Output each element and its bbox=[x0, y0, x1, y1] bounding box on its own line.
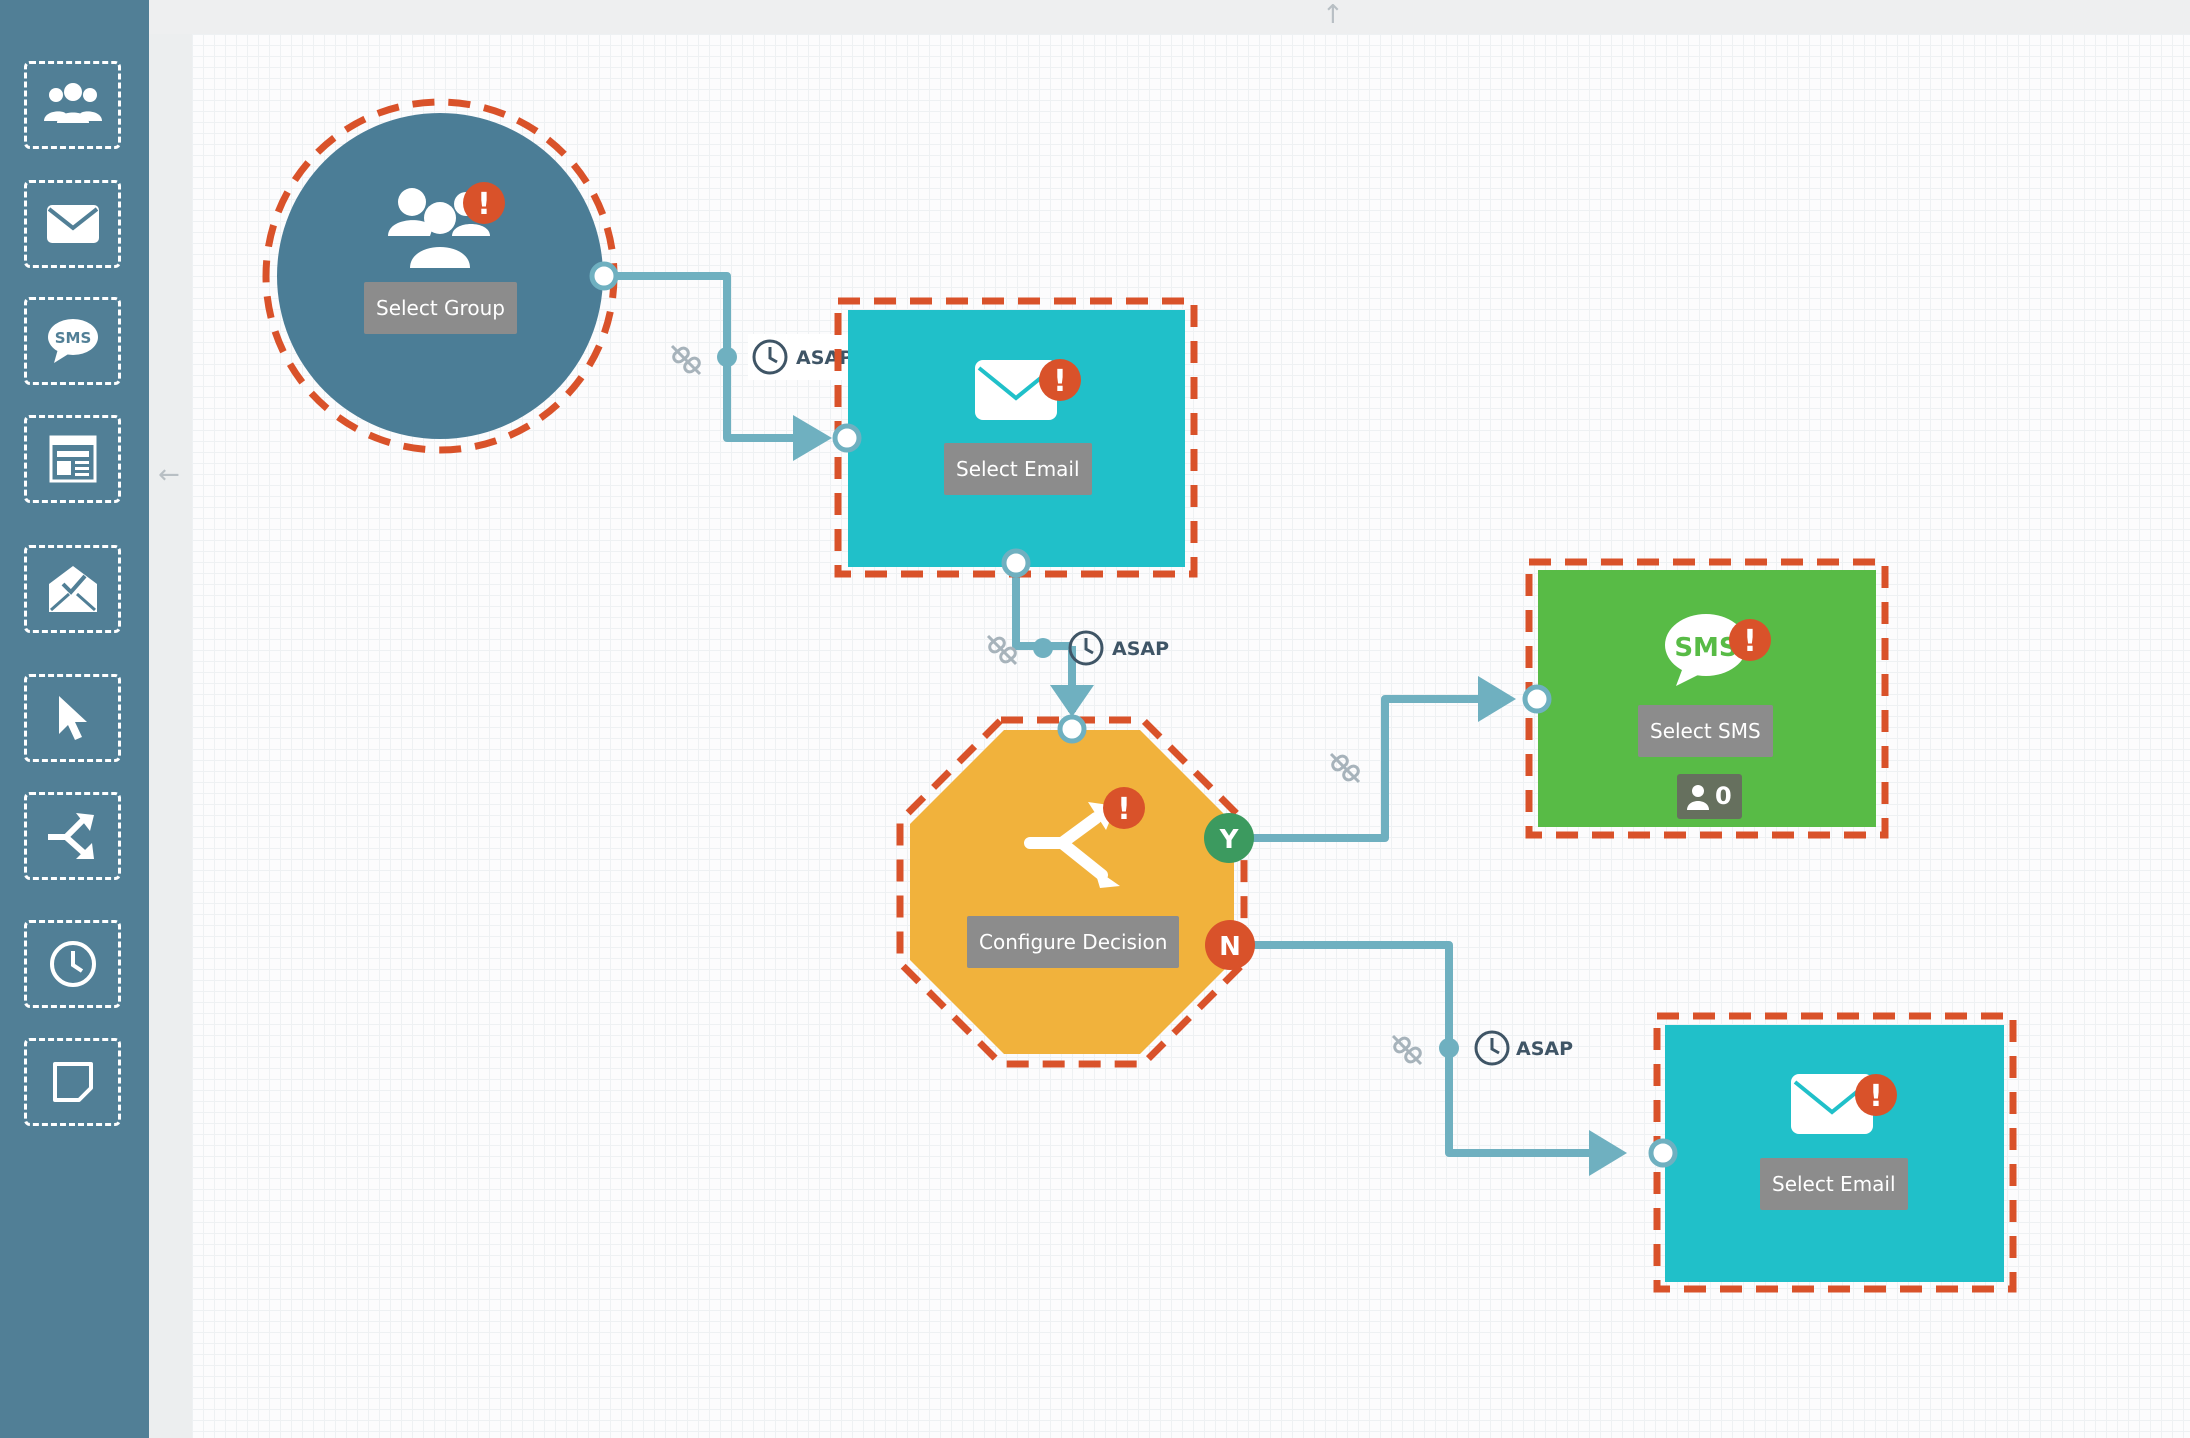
svg-text:!: ! bbox=[1117, 792, 1131, 827]
delay-marker-2[interactable]: ASAP bbox=[986, 630, 1169, 666]
tool-cursor[interactable] bbox=[24, 674, 121, 762]
connector-arrowheads bbox=[793, 415, 1627, 1176]
unlink-icon[interactable] bbox=[986, 634, 1018, 666]
select-sms-button[interactable]: Select SMS bbox=[1638, 705, 1773, 757]
arrowhead-icon bbox=[1050, 685, 1094, 717]
connector-yes-sms[interactable] bbox=[1248, 695, 1490, 842]
svg-text:!: ! bbox=[1869, 1079, 1883, 1114]
tool-group[interactable] bbox=[24, 61, 121, 149]
tool-decision[interactable] bbox=[24, 792, 121, 880]
recipient-count: 0 bbox=[1715, 782, 1732, 810]
select-email-button-2[interactable]: Select Email bbox=[1760, 1158, 1908, 1210]
sidebar-gutter bbox=[149, 0, 192, 1438]
tool-email[interactable] bbox=[24, 180, 121, 268]
sms-bubble-icon: SMS bbox=[47, 319, 98, 363]
output-port[interactable] bbox=[589, 261, 619, 291]
clock-icon bbox=[752, 339, 788, 375]
sticky-note-icon bbox=[52, 1062, 93, 1102]
delay-marker-1[interactable]: ASAP bbox=[670, 334, 854, 380]
node-sms[interactable]: SMS ! bbox=[1522, 558, 1889, 839]
tool-email-open[interactable] bbox=[24, 545, 121, 633]
connector-dot bbox=[1033, 638, 1053, 658]
warning-badge: ! bbox=[1103, 787, 1145, 829]
input-port[interactable] bbox=[1648, 1138, 1678, 1168]
tool-delay[interactable] bbox=[24, 920, 121, 1008]
clock-icon bbox=[1068, 630, 1104, 666]
node-email-1[interactable]: ! bbox=[832, 297, 1198, 578]
svg-text:!: ! bbox=[1053, 364, 1067, 399]
clock-icon bbox=[49, 941, 96, 987]
node-email-2[interactable]: ! bbox=[1648, 1012, 2017, 1293]
sms-icon-text: SMS bbox=[1674, 633, 1737, 663]
email-node-body bbox=[848, 310, 1185, 567]
delay-label: ASAP bbox=[796, 347, 853, 369]
arrowhead-icon bbox=[1478, 676, 1516, 722]
top-scroll-strip bbox=[149, 0, 2190, 34]
connector-dot bbox=[717, 347, 737, 367]
configure-decision-button[interactable]: Configure Decision bbox=[967, 916, 1180, 968]
warning-badge: ! bbox=[1039, 359, 1081, 401]
webpage-icon bbox=[49, 435, 96, 483]
sms-icon-text: SMS bbox=[54, 329, 91, 347]
svg-text:N: N bbox=[1219, 932, 1241, 962]
tool-sms[interactable]: SMS bbox=[24, 297, 121, 385]
collapse-left-icon[interactable]: ← bbox=[158, 460, 180, 490]
tool-sidebar: SMS bbox=[0, 0, 149, 1438]
node-group[interactable]: ! bbox=[262, 98, 619, 454]
svg-text:Y: Y bbox=[1219, 825, 1240, 855]
open-envelope-check-icon bbox=[48, 566, 97, 612]
email-node-body bbox=[1665, 1025, 2004, 1282]
warning-outline bbox=[896, 716, 1248, 1068]
arrowhead-icon bbox=[1589, 1130, 1627, 1176]
unlink-icon[interactable] bbox=[1391, 1034, 1423, 1066]
warning-badge: ! bbox=[463, 182, 505, 224]
select-group-button[interactable]: Select Group bbox=[364, 282, 517, 334]
tool-webpage[interactable] bbox=[24, 415, 121, 503]
unlink-icon[interactable] bbox=[1329, 752, 1361, 784]
split-arrows-icon bbox=[47, 813, 94, 859]
scroll-up-icon[interactable]: ↑ bbox=[1322, 0, 1344, 30]
people-icon bbox=[43, 83, 102, 123]
warning-badge: ! bbox=[1855, 1074, 1897, 1116]
output-port[interactable] bbox=[1001, 548, 1031, 578]
yes-branch-port[interactable]: Y bbox=[1204, 813, 1254, 863]
input-port[interactable] bbox=[1057, 714, 1087, 744]
delay-label: ASAP bbox=[1516, 1038, 1573, 1060]
clock-icon bbox=[1474, 1030, 1510, 1066]
arrowhead-icon bbox=[793, 415, 832, 461]
select-email-button[interactable]: Select Email bbox=[944, 443, 1092, 495]
unlink-icon[interactable] bbox=[670, 344, 702, 376]
input-port[interactable] bbox=[1522, 684, 1552, 714]
input-port[interactable] bbox=[832, 423, 862, 453]
no-branch-port[interactable]: N bbox=[1205, 920, 1255, 970]
svg-text:!: ! bbox=[1743, 624, 1757, 659]
connector-email-decision[interactable] bbox=[1012, 563, 1072, 650]
cursor-arrow-icon bbox=[58, 696, 87, 740]
sms-bubble-icon: SMS bbox=[1665, 614, 1747, 686]
recipient-count-badge: 0 bbox=[1677, 774, 1742, 819]
delay-label: ASAP bbox=[1112, 638, 1169, 660]
decision-node-body bbox=[910, 730, 1234, 1054]
delay-marker-3[interactable]: ASAP bbox=[1391, 1030, 1573, 1066]
group-node-body bbox=[277, 113, 603, 439]
connector-dot bbox=[1439, 1038, 1459, 1058]
tool-note[interactable] bbox=[24, 1038, 121, 1126]
node-decision[interactable]: ! Y N bbox=[896, 714, 1255, 1068]
warning-badge: ! bbox=[1729, 619, 1771, 661]
envelope-icon bbox=[46, 205, 99, 243]
person-icon bbox=[1687, 784, 1709, 810]
svg-text:!: ! bbox=[477, 187, 491, 222]
